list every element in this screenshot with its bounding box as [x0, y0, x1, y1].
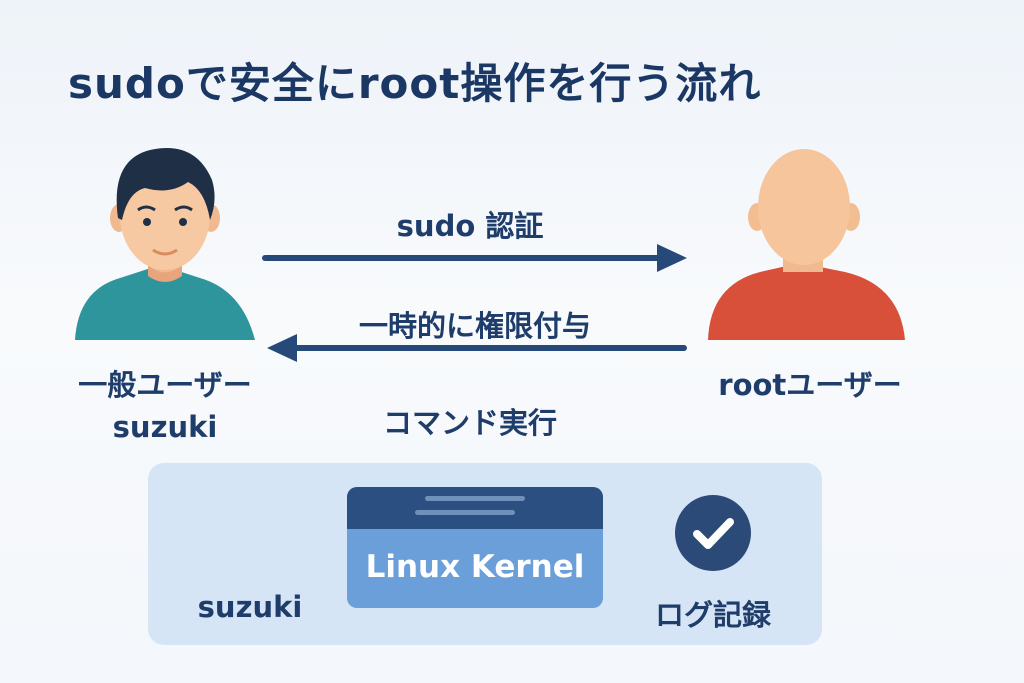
- kernel-header-bar: [347, 487, 603, 529]
- general-user-avatar-icon: [75, 148, 255, 340]
- execute-command-label: コマンド実行: [382, 406, 557, 440]
- sudo-auth-label: sudo 認証: [396, 209, 544, 243]
- header-line: [425, 496, 525, 501]
- right-arrow-icon: [262, 244, 687, 272]
- linux-kernel-box: Linux Kernel: [347, 487, 603, 608]
- left-arrow-icon: [267, 334, 687, 362]
- grant-privilege-label: 一時的に権限付与: [358, 309, 591, 343]
- page-title: sudoで安全にroot操作を行う流れ: [68, 59, 762, 108]
- header-line: [415, 510, 515, 515]
- panel-user-name: suzuki: [197, 590, 303, 624]
- root-user-role: rootユーザー: [718, 368, 902, 402]
- general-user-role: 一般ユーザー: [78, 368, 252, 402]
- kernel-label: Linux Kernel: [365, 549, 585, 585]
- general-user-name: suzuki: [112, 410, 218, 444]
- check-circle-icon: [675, 495, 751, 571]
- root-user-avatar-icon: [708, 149, 905, 340]
- log-record-label: ログ記録: [654, 598, 771, 632]
